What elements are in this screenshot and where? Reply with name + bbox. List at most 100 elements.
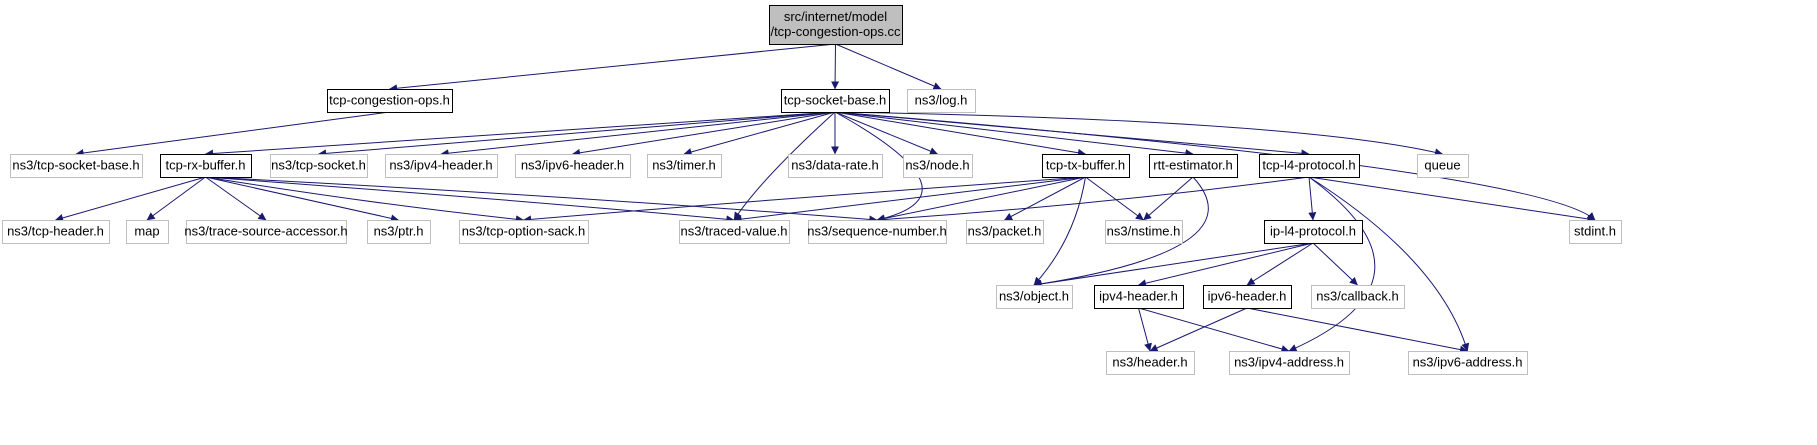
node-ns3-sequence-number-h: ns3/sequence-number.h bbox=[807, 220, 947, 244]
node-box bbox=[679, 220, 790, 244]
node-label: ns3/ipv6-address.h bbox=[1413, 355, 1523, 370]
node-ns3-traced-value-h: ns3/traced-value.h bbox=[679, 220, 790, 244]
edge-tcp-rx-buffer-h-to-ns3-trace-source-accessor-h bbox=[205, 176, 267, 221]
node-box bbox=[1569, 220, 1622, 244]
edge-rtt-estimator-h-to-ns3-nstime-h bbox=[1143, 176, 1194, 221]
node-box bbox=[327, 89, 453, 113]
edge-tcp-socket-base-h-to-tcp-tx-buffer-h bbox=[834, 111, 1086, 157]
node-rtt-estimator-h[interactable]: rtt-estimator.h bbox=[1149, 154, 1238, 178]
node-ns3-packet-h: ns3/packet.h bbox=[966, 220, 1044, 244]
node-box bbox=[1094, 285, 1184, 309]
edge-ipv6-header-h-to-ns3-ipv6-address-h bbox=[1246, 307, 1468, 354]
node-box bbox=[903, 154, 973, 178]
node-box bbox=[160, 154, 252, 178]
edge-tcp-socket-base-h-to-queue bbox=[834, 111, 1443, 157]
edge-tcp-socket-base-h-to-ns3-traced-value-h bbox=[733, 111, 836, 221]
node-box bbox=[1042, 154, 1130, 178]
node-box bbox=[769, 5, 903, 45]
node-label: ns3/tcp-header.h bbox=[7, 224, 104, 239]
edge-ipv4-header-h-to-ns3-header-h bbox=[1138, 307, 1152, 352]
node-label: ns3/log.h bbox=[915, 93, 968, 108]
node-ip-l4-protocol-h[interactable]: ip-l4-protocol.h bbox=[1264, 220, 1363, 244]
node-box bbox=[808, 220, 947, 244]
node-label: ns3/ipv6-header.h bbox=[521, 158, 624, 173]
node-box bbox=[788, 154, 883, 178]
edge-tcp-rx-buffer-h-to-map bbox=[146, 176, 206, 221]
node-ns3-tcp-socket-base-h: ns3/tcp-socket-base.h bbox=[10, 154, 143, 178]
edges-layer bbox=[55, 43, 1596, 354]
node-src-internet-model-tcp-congestion-ops-cc[interactable]: src/internet/model/tcp-congestion-ops.cc bbox=[769, 5, 903, 45]
node-label: tcp-socket-base.h bbox=[784, 93, 887, 108]
node-stdint-h: stdint.h bbox=[1569, 220, 1622, 244]
node-label: stdint.h bbox=[1574, 224, 1616, 239]
node-box bbox=[647, 154, 722, 178]
node-ns3-object-h: ns3/object.h bbox=[996, 285, 1073, 309]
edge-tcp-l4-protocol-h-to-stdint-h bbox=[1308, 176, 1596, 223]
edge-src-internet-model-tcp-congestion-ops-cc-to-tcp-congestion-ops-h bbox=[389, 43, 836, 93]
node-label: ns3/packet.h bbox=[968, 224, 1042, 239]
node-label: ns3/ipv4-address.h bbox=[1234, 355, 1344, 370]
node-label: tcp-congestion-ops.h bbox=[329, 93, 450, 108]
node-box bbox=[126, 220, 169, 244]
node-box bbox=[1259, 154, 1360, 178]
node-ns3-ptr-h: ns3/ptr.h bbox=[367, 220, 431, 244]
node-label: ns3/callback.h bbox=[1316, 289, 1398, 304]
node-ns3-header-h: ns3/header.h bbox=[1106, 351, 1195, 375]
edge-tcp-l4-protocol-h-to-ns3-ipv6-address-h bbox=[1308, 176, 1470, 352]
node-map: map bbox=[126, 220, 169, 244]
node-label: ns3/timer.h bbox=[652, 158, 716, 173]
edge-tcp-tx-buffer-h-to-ns3-traced-value-h bbox=[733, 176, 1086, 224]
edge-ip-l4-protocol-h-to-ns3-callback-h bbox=[1312, 242, 1358, 286]
node-tcp-socket-base-h[interactable]: tcp-socket-base.h bbox=[781, 89, 890, 113]
edge-ip-l4-protocol-h-to-ns3-object-h bbox=[1033, 242, 1314, 288]
node-label: ns3/header.h bbox=[1112, 355, 1187, 370]
edge-tcp-socket-base-h-to-ns3-tcp-socket-h bbox=[318, 111, 836, 158]
node-label: tcp-l4-protocol.h bbox=[1262, 158, 1355, 173]
node-box bbox=[186, 220, 347, 244]
node-label: ns3/sequence-number.h bbox=[807, 224, 946, 239]
node-ns3-ipv4-header-h: ns3/ipv4-header.h bbox=[385, 154, 498, 178]
edge-tcp-rx-buffer-h-to-ns3-tcp-header-h bbox=[55, 176, 206, 222]
edge-tcp-socket-base-h-to-tcp-rx-buffer-h bbox=[205, 111, 836, 158]
node-box bbox=[781, 89, 890, 113]
edge-tcp-tx-buffer-h-to-ns3-object-h bbox=[1033, 176, 1086, 286]
edge-src-internet-model-tcp-congestion-ops-cc-to-ns3-log-h bbox=[835, 43, 942, 90]
node-ns3-data-rate-h: ns3/data-rate.h bbox=[788, 154, 883, 178]
node-box bbox=[1417, 154, 1469, 178]
edge-tcp-socket-base-h-to-ns3-ipv6-header-h bbox=[572, 111, 836, 157]
node-ns3-tcp-socket-h: ns3/tcp-socket.h bbox=[270, 154, 368, 178]
node-label: tcp-tx-buffer.h bbox=[1046, 158, 1125, 173]
edge-ipv4-header-h-to-ns3-ipv4-address-h bbox=[1138, 307, 1290, 353]
node-label: tcp-rx-buffer.h bbox=[166, 158, 246, 173]
node-label: ns3/object.h bbox=[999, 289, 1069, 304]
node-ns3-ipv6-header-h: ns3/ipv6-header.h bbox=[515, 154, 631, 178]
node-ns3-nstime-h: ns3/nstime.h bbox=[1105, 220, 1183, 244]
node-label: ipv4-header.h bbox=[1099, 289, 1178, 304]
node-box bbox=[1311, 285, 1405, 309]
node-ipv6-header-h[interactable]: ipv6-header.h bbox=[1203, 285, 1292, 309]
edge-src-internet-model-tcp-congestion-ops-cc-to-tcp-socket-base-h bbox=[831, 43, 840, 90]
edge-ip-l4-protocol-h-to-ipv4-header-h bbox=[1138, 242, 1314, 288]
node-ipv4-header-h[interactable]: ipv4-header.h bbox=[1094, 285, 1184, 309]
node-label: ns3/data-rate.h bbox=[791, 158, 878, 173]
node-label: ns3/tcp-option-sack.h bbox=[462, 224, 586, 239]
node-box bbox=[1264, 220, 1363, 244]
node-label: ns3/ptr.h bbox=[374, 224, 424, 239]
edge-tcp-tx-buffer-h-to-ns3-sequence-number-h bbox=[876, 176, 1086, 223]
node-ns3-trace-source-accessor-h: ns3/trace-source-accessor.h bbox=[184, 220, 348, 244]
node-ns3-tcp-option-sack-h: ns3/tcp-option-sack.h bbox=[459, 220, 589, 244]
node-label: ns3/traced-value.h bbox=[681, 224, 788, 239]
node-ns3-callback-h: ns3/callback.h bbox=[1311, 285, 1405, 309]
node-tcp-rx-buffer-h[interactable]: tcp-rx-buffer.h bbox=[160, 154, 252, 178]
node-ns3-tcp-header-h: ns3/tcp-header.h bbox=[2, 220, 110, 244]
node-label: ns3/trace-source-accessor.h bbox=[184, 224, 347, 239]
edge-tcp-socket-base-h-to-stdint-h bbox=[834, 111, 1596, 221]
node-tcp-congestion-ops-h[interactable]: tcp-congestion-ops.h bbox=[327, 89, 453, 113]
node-tcp-tx-buffer-h[interactable]: tcp-tx-buffer.h bbox=[1042, 154, 1130, 178]
node-box bbox=[1408, 351, 1528, 375]
edge-tcp-tx-buffer-h-to-ns3-tcp-option-sack-h bbox=[523, 176, 1086, 224]
edge-tcp-l4-protocol-h-to-ip-l4-protocol-h bbox=[1308, 176, 1317, 221]
node-box bbox=[1203, 285, 1292, 309]
node-tcp-l4-protocol-h[interactable]: tcp-l4-protocol.h bbox=[1259, 154, 1360, 178]
